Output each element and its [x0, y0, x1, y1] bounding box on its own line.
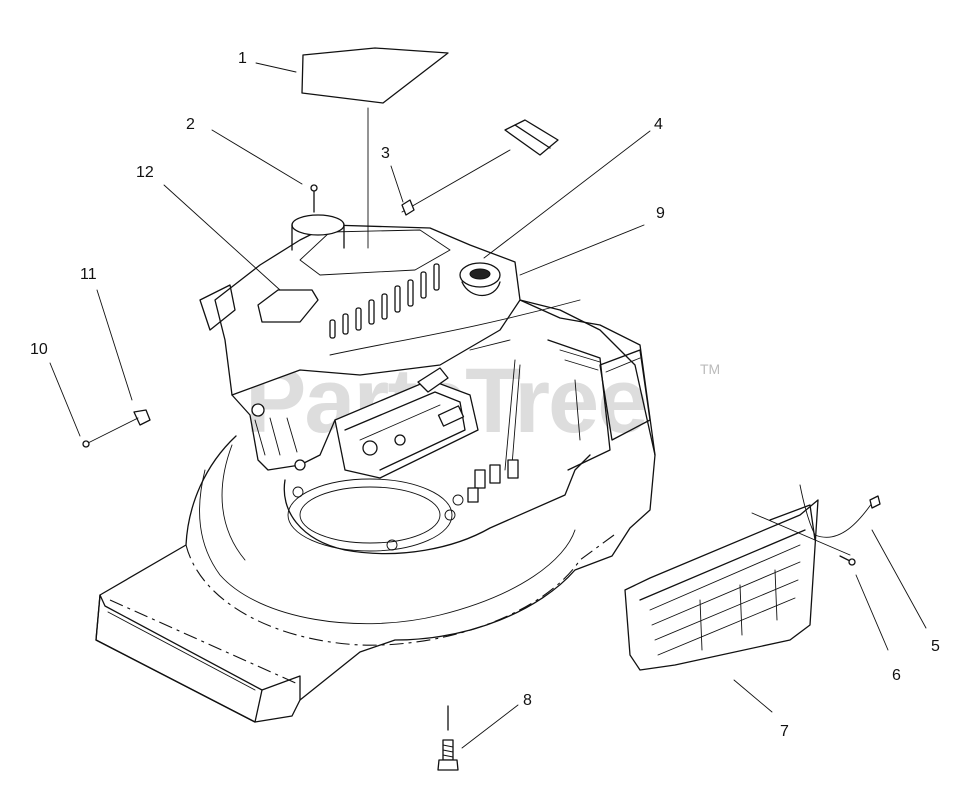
callout-7[interactable]: 7 [780, 723, 789, 740]
callout-1[interactable]: 1 [238, 50, 247, 67]
callout-2[interactable]: 2 [186, 116, 195, 133]
bolt-part [437, 705, 459, 771]
callout-8[interactable]: 8 [523, 692, 532, 709]
callout-labels: 1 2 3 4 5 6 7 8 9 10 11 12 [30, 50, 940, 740]
callout-10[interactable]: 10 [30, 341, 48, 358]
starter-rope [401, 119, 559, 216]
callout-3[interactable]: 3 [381, 145, 390, 162]
clip-assembly [82, 409, 151, 448]
engine-assembly [199, 214, 581, 479]
callout-4[interactable]: 4 [654, 116, 663, 133]
cooling-vents [329, 263, 440, 339]
rear-shield-part [624, 499, 851, 671]
watermark-trademark: TM [700, 361, 720, 377]
decal-part [301, 47, 449, 104]
callout-6[interactable]: 6 [892, 667, 901, 684]
cable-part [799, 484, 873, 538]
mower-deck [95, 299, 656, 723]
callout-5[interactable]: 5 [931, 638, 940, 655]
leader-lines [49, 62, 927, 749]
callout-9[interactable]: 9 [656, 205, 665, 222]
callout-11[interactable]: 11 [80, 266, 97, 283]
callout-12[interactable]: 12 [136, 164, 154, 181]
